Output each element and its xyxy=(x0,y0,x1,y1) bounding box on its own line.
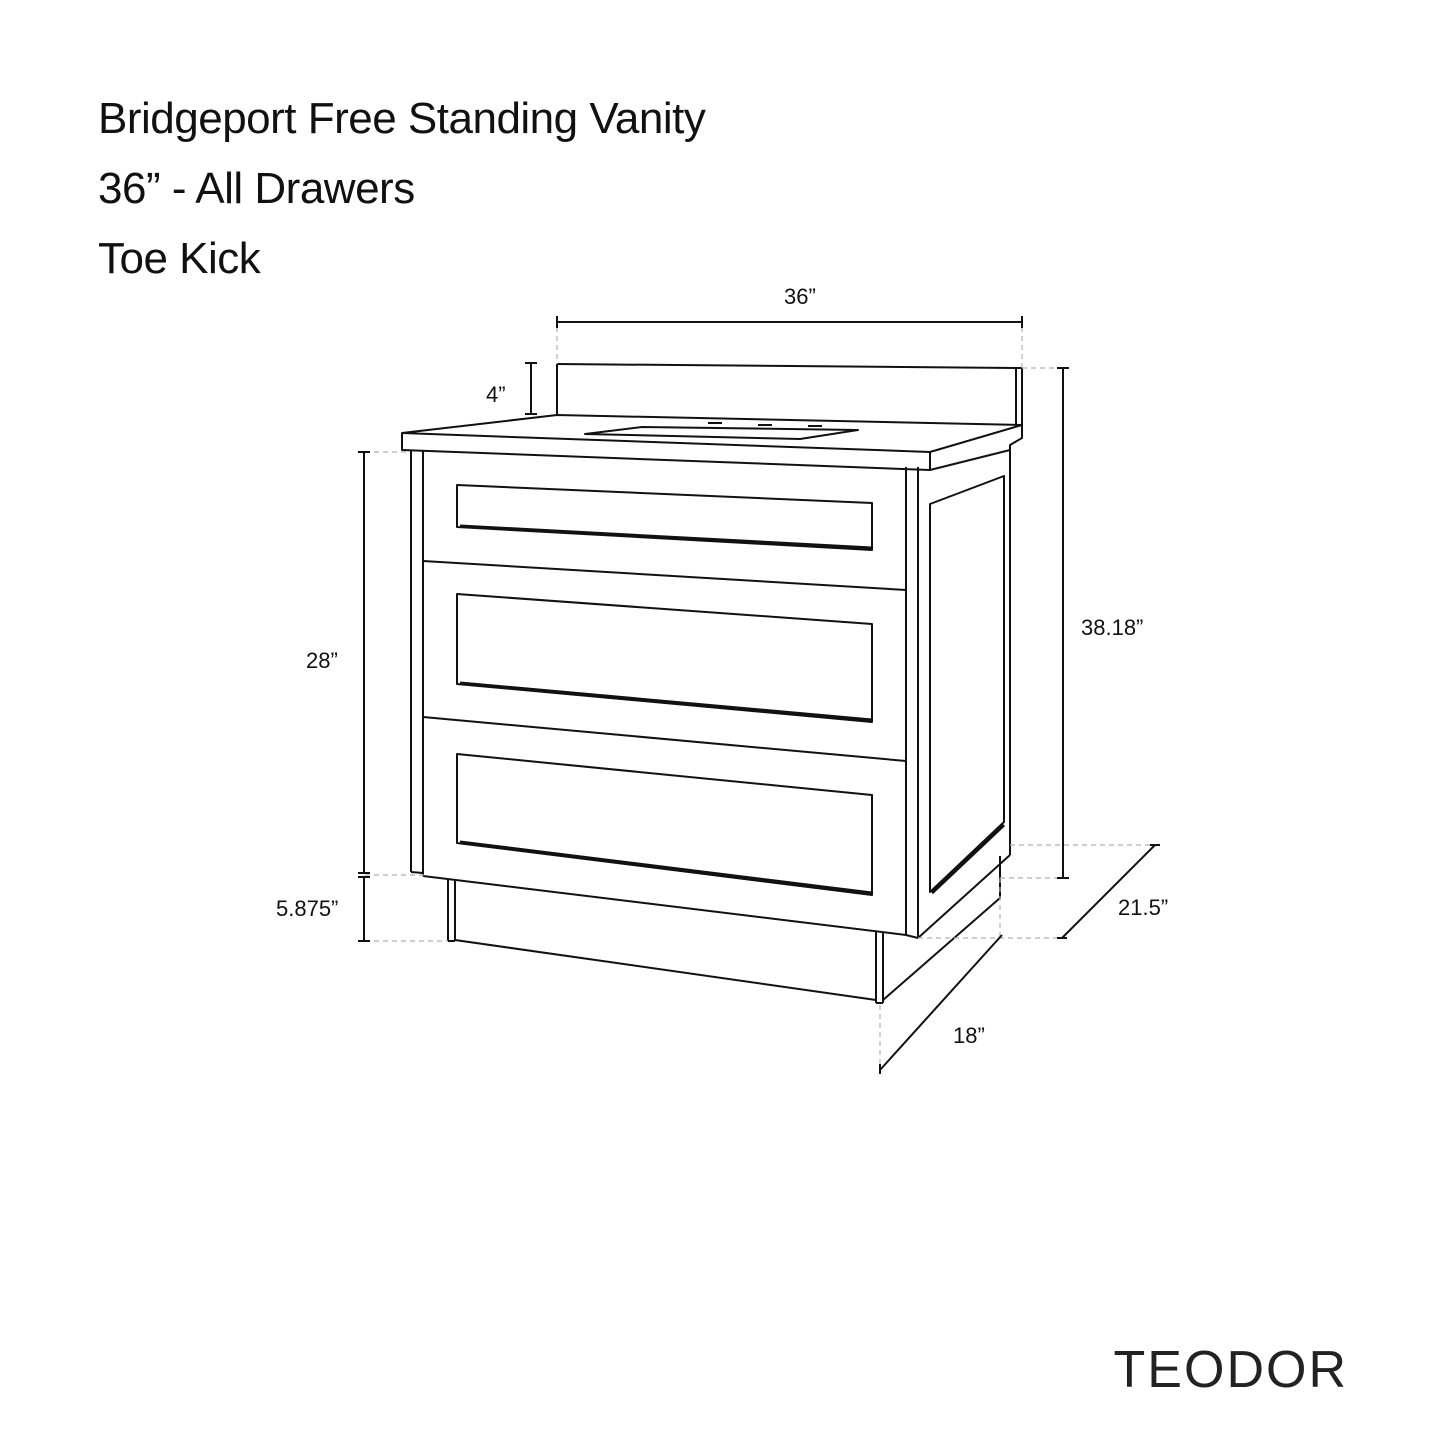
cabinet-front xyxy=(410,451,919,939)
drawer-1 xyxy=(456,484,873,551)
drawer-divider-1 xyxy=(422,560,907,591)
product-title: Bridgeport Free Standing Vanity xyxy=(98,94,706,143)
dim-cabinet-height: 28” xyxy=(306,648,338,673)
product-variant: Toe Kick xyxy=(98,234,261,283)
dim-backsplash-height: 4” xyxy=(486,382,506,407)
product-size: 36” - All Drawers xyxy=(98,164,415,213)
drawer-2 xyxy=(456,593,873,723)
drawer-divider-2 xyxy=(422,716,907,762)
dim-overall-height: 38.18” xyxy=(1081,615,1143,640)
countertop xyxy=(401,414,1023,471)
dim-toe-kick-height: 5.875” xyxy=(276,896,338,921)
dimension-lines xyxy=(358,316,1160,1074)
brand-logo: TEODOR xyxy=(1113,1341,1348,1399)
title-block: Bridgeport Free Standing Vanity 36” - Al… xyxy=(98,84,706,294)
guide-lines xyxy=(365,327,1155,1070)
dim-overall-depth: 21.5” xyxy=(1118,895,1168,920)
dim-cabinet-depth: 18” xyxy=(953,1023,985,1048)
dim-overall-width: 36” xyxy=(784,284,816,309)
drawer-3 xyxy=(456,753,873,896)
cabinet-side xyxy=(917,450,1011,939)
